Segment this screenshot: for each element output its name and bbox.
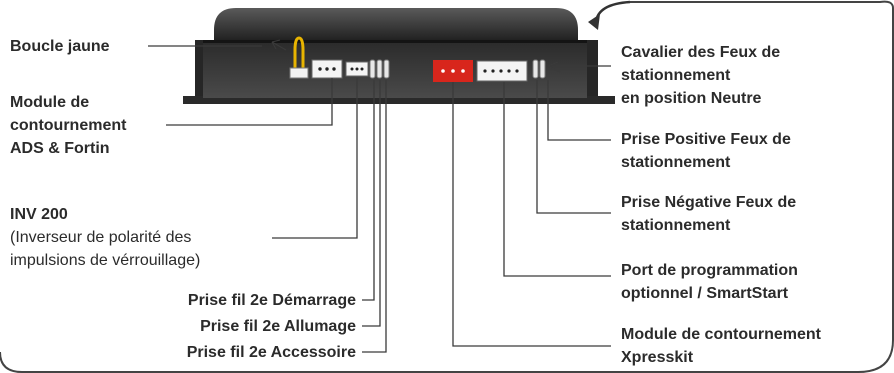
pointer-arrow-head [588, 14, 600, 30]
label-prise-positive-line2: stationnement [621, 154, 731, 171]
label-prise-negative-line2: stationnement [621, 217, 731, 234]
label-xpresskit-line2: Xpresskit [621, 349, 694, 366]
pointer-arrow-line [594, 0, 631, 23]
leader-lines [148, 39, 611, 353]
xpresskit-connector [433, 60, 473, 82]
yellow-loop [289, 36, 309, 79]
parking-light-plugs [532, 59, 546, 79]
ads-fortin-connector [311, 59, 343, 79]
label-port-programmation-line2: optionnel / SmartStart [621, 285, 789, 302]
label-xpresskit-line1: Module de contournement [621, 326, 821, 343]
label-cavalier-line3: en position Neutre [621, 90, 762, 107]
label-boucle-jaune: Boucle jaune [10, 38, 110, 55]
label-prise-negative-line1: Prise Négative Feux de [621, 194, 797, 211]
programming-port [476, 60, 528, 82]
label-cavalier-line2: stationnement [621, 67, 731, 84]
label-module-ads-line1: Module de [10, 94, 90, 111]
label-inv200-line3: impulsions de vérrouillage) [10, 252, 201, 269]
second-wire-plugs [369, 59, 390, 79]
device [183, 8, 615, 104]
label-prise-accessoire: Prise fil 2e Accessoire [186, 344, 356, 361]
label-prise-allumage: Prise fil 2e Allumage [200, 318, 356, 335]
label-inv200-line2: (Inverseur de polarité des [10, 229, 192, 246]
label-cavalier-line1: Cavalier des Feux de [621, 44, 781, 61]
inv200-connector [345, 61, 369, 77]
label-port-programmation-line1: Port de programmation [621, 262, 798, 279]
label-module-ads-line3: ADS & Fortin [10, 140, 110, 157]
label-module-ads-line2: contournement [10, 117, 127, 134]
label-inv200-title: INV 200 [10, 206, 68, 223]
label-prise-positive-line1: Prise Positive Feux de [621, 131, 791, 148]
label-prise-demarrage: Prise fil 2e Démarrage [187, 292, 356, 309]
